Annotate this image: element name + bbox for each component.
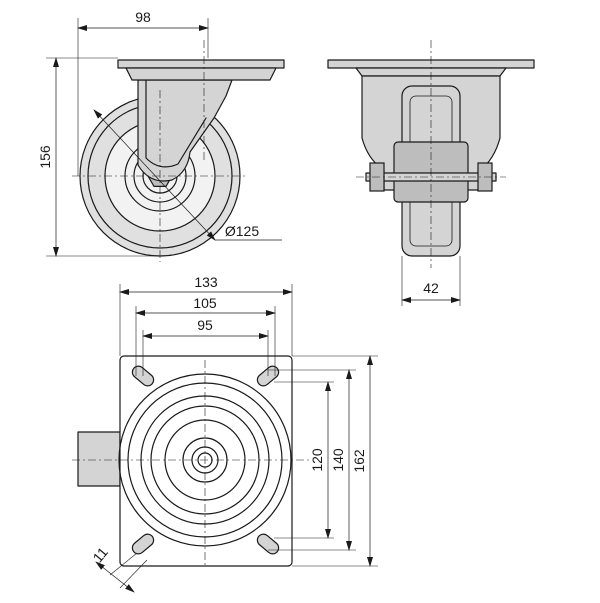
swivel-stem bbox=[77, 431, 121, 487]
dim-105-label: 105 bbox=[193, 295, 217, 311]
dim-diameter-label: Ø125 bbox=[225, 223, 259, 239]
mounting-slot-bottom-left bbox=[131, 533, 155, 555]
bottom-plate bbox=[119, 355, 293, 567]
side-top-plate bbox=[117, 59, 285, 69]
dim-95-label: 95 bbox=[197, 317, 213, 333]
mounting-slot-bottom-right bbox=[256, 533, 280, 555]
dim-133-label: 133 bbox=[194, 274, 218, 290]
dim-11-label: 11 bbox=[89, 544, 111, 566]
dim-156-label: 156 bbox=[37, 145, 53, 169]
dim-11-line bbox=[95, 561, 135, 593]
dim-140-label: 140 bbox=[330, 448, 346, 472]
side-swivel-race bbox=[125, 67, 277, 81]
dim-42-label: 42 bbox=[423, 280, 439, 296]
dim-120-label: 120 bbox=[309, 448, 325, 472]
dim-162-label: 162 bbox=[351, 449, 367, 473]
dim-98-label: 98 bbox=[135, 9, 151, 25]
front-view: 42 bbox=[327, 40, 535, 306]
bottom-view: 133 105 95 162 140 120 11 bbox=[72, 274, 378, 593]
side-view: 98 156 Ø125 bbox=[37, 9, 285, 262]
dim-diameter-leader bbox=[93, 109, 216, 241]
